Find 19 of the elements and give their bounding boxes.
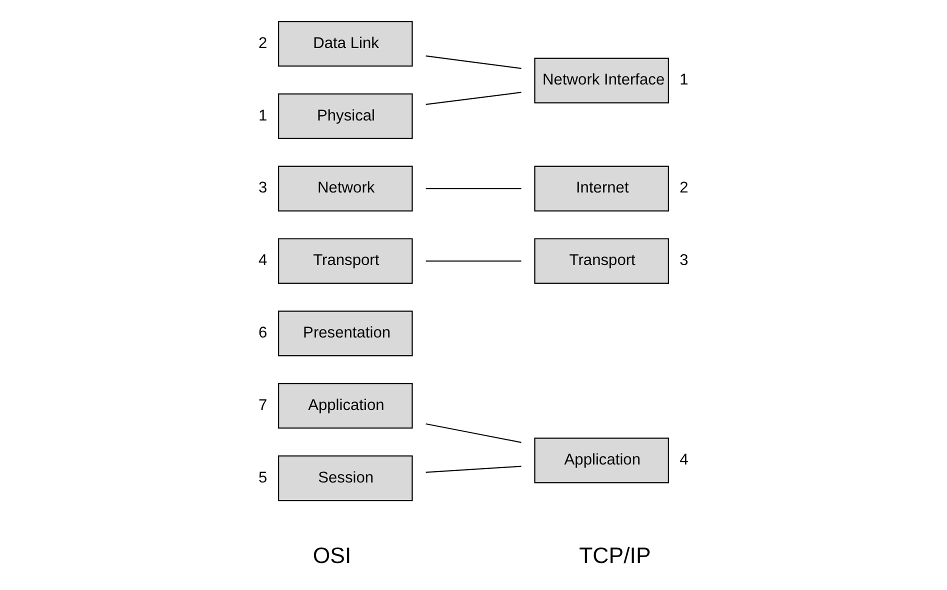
connector	[426, 188, 522, 190]
node-label: 1	[258, 107, 268, 124]
node-label: 4	[258, 252, 268, 270]
connector	[426, 260, 522, 262]
connector	[426, 423, 522, 443]
node-label: 3	[258, 180, 268, 197]
node-label: 2	[258, 34, 268, 52]
node-label: 6	[258, 324, 268, 342]
node-label: 5	[258, 469, 268, 486]
node-label: 2	[680, 180, 688, 197]
node-label: 3	[680, 252, 688, 270]
node-label: 1	[680, 72, 688, 89]
label: TCP/IP	[579, 542, 651, 568]
node-label: 7	[258, 396, 268, 414]
connector	[426, 466, 522, 473]
connector	[426, 92, 522, 105]
connector	[426, 55, 522, 69]
node-label: 4	[680, 452, 688, 469]
label: OSI	[312, 542, 352, 568]
